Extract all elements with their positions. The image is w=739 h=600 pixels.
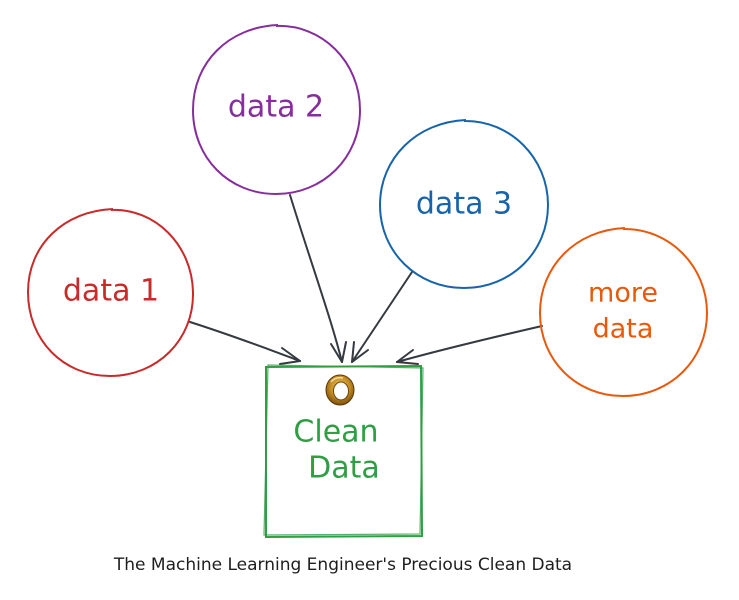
node-more-data: more data — [538, 227, 709, 398]
node-label: data 3 — [416, 187, 512, 222]
node-data-2: data 2 — [191, 24, 362, 196]
ring-icon — [325, 374, 355, 406]
node-label-line2: data — [593, 314, 654, 345]
node-data-1: data 1 — [26, 208, 195, 378]
arrow-data-1-to-clean-data — [189, 321, 301, 365]
node-clean-data: Clean Data — [263, 364, 424, 539]
node-data-3: data 3 — [378, 119, 550, 290]
diagram-caption: The Machine Learning Engineer's Precious… — [113, 555, 572, 575]
arrow-data-2-to-clean-data — [289, 194, 347, 363]
arrow-more-data-to-clean-data — [396, 325, 543, 365]
node-label-line1: more — [588, 278, 658, 309]
node-label-line1: Clean — [293, 415, 378, 450]
node-label-line2: Data — [308, 451, 380, 486]
arrow-data-3-to-clean-data — [351, 271, 413, 363]
node-label: data 2 — [228, 90, 324, 125]
node-label: data 1 — [63, 274, 159, 309]
